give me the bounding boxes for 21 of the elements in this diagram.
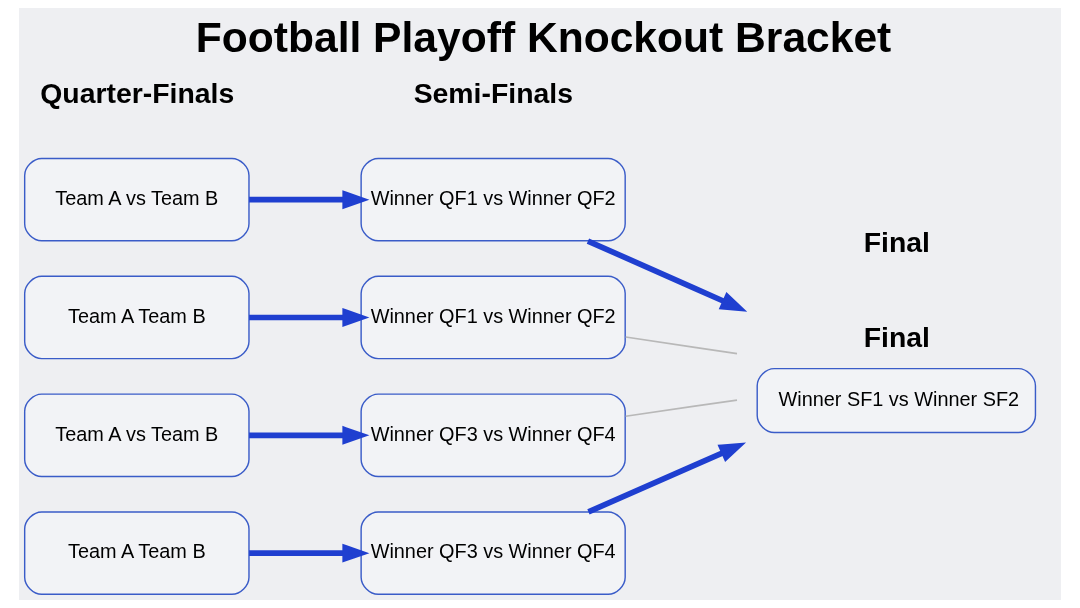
label: Final [863, 226, 930, 259]
label: Quarter-Finals [40, 77, 235, 110]
arrow [249, 543, 370, 563]
node-box: Team A vs Team B [23, 157, 250, 242]
node-box: Team A Team B [23, 275, 250, 360]
connector [624, 399, 738, 418]
connector [624, 336, 738, 355]
node-box: Team A Team B [23, 511, 250, 595]
arrow [249, 308, 370, 327]
arrow [587, 442, 747, 515]
node-box: Winner QF3 vs Winner QF4 [360, 393, 626, 478]
arrow [586, 238, 748, 312]
node-box: Winner QF1 vs Winner QF2 [360, 157, 626, 242]
diagram-title: Football Playoff Knockout Bracket [195, 13, 892, 62]
node-box: Winner QF1 vs Winner QF2 [360, 275, 626, 360]
node-label: Final [863, 321, 930, 354]
arrow [249, 190, 370, 210]
arrow [249, 425, 370, 445]
node-box: Team A vs Team B [23, 393, 250, 478]
label: Semi-Finals [413, 77, 573, 110]
node-box: Winner QF3 vs Winner QF4 [360, 511, 626, 595]
